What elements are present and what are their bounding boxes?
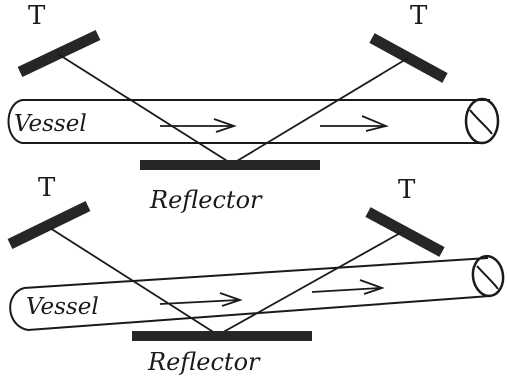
- top-right-transducer-label: T: [410, 1, 428, 31]
- top-left-transducer: [17, 30, 101, 77]
- bottom-right-transducer-label: T: [398, 175, 416, 205]
- top-flow-arrow-left: [160, 118, 237, 133]
- top-reflected-beam: [231, 57, 409, 165]
- top-panel: T T Vessel Reflector: [7, 1, 500, 214]
- bottom-left-transducer-label: T: [38, 173, 56, 203]
- bottom-vessel-label: Vessel: [26, 294, 99, 320]
- top-vessel: [7, 97, 500, 145]
- bottom-incident-beam: [49, 227, 219, 336]
- bottom-flow-arrow-right: [311, 279, 385, 295]
- top-reflector: [140, 160, 320, 170]
- bottom-flow-arrow-left: [159, 292, 243, 307]
- top-left-transducer-label: T: [28, 1, 46, 31]
- bottom-left-transducer: [7, 201, 91, 249]
- top-reflector-label: Reflector: [149, 186, 263, 214]
- bottom-reflector-label: Reflector: [147, 348, 261, 376]
- top-vessel-label: Vessel: [14, 111, 87, 137]
- bottom-panel: T T Vessel Reflector: [7, 173, 505, 376]
- bottom-reflected-beam: [217, 231, 403, 336]
- top-incident-beam: [57, 53, 233, 165]
- bottom-right-transducer: [365, 207, 445, 257]
- top-right-transducer: [369, 33, 448, 83]
- top-flow-arrow-right: [320, 115, 389, 132]
- bottom-reflector: [132, 331, 312, 341]
